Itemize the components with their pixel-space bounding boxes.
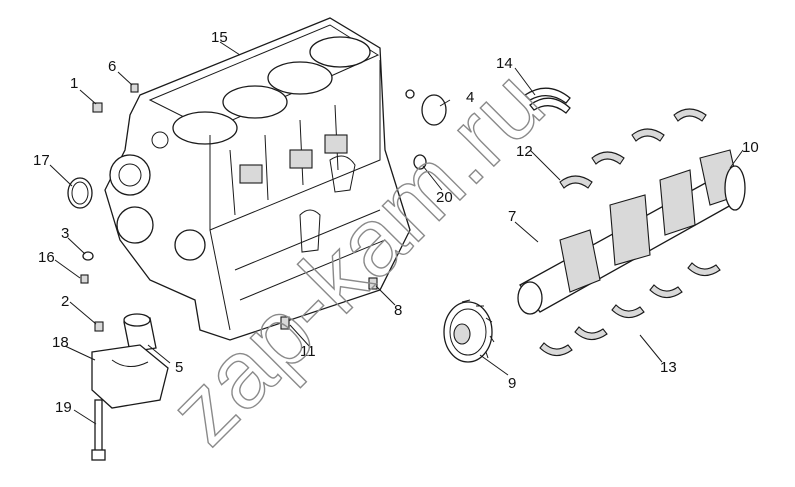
thrust-bearing-14	[523, 87, 571, 114]
bolt-19	[91, 399, 106, 461]
lower-bearing-shells-13	[539, 262, 721, 357]
crankshaft-10	[517, 149, 746, 315]
seal-ring-17	[67, 177, 93, 209]
crankshaft-gear-9	[443, 299, 495, 363]
callout-9: 9	[508, 375, 516, 392]
callout-13: 13	[660, 359, 677, 376]
callout-8: 8	[394, 302, 402, 319]
screw-11	[280, 316, 290, 330]
callout-19: 19	[55, 399, 72, 416]
callout-4: 4	[466, 89, 474, 106]
dowel-8	[368, 277, 378, 290]
engine-block	[104, 17, 411, 341]
screw-6	[130, 83, 139, 93]
plug-4	[405, 89, 447, 126]
upper-bearing-shells-12	[559, 108, 707, 189]
dowel-2	[94, 321, 104, 332]
callout-10: 10	[742, 139, 759, 156]
callout-12: 12	[516, 143, 533, 160]
callout-labels: 1 2 3 4 5 6 7 8 9 10 11 12 13 14 15 16 1…	[33, 29, 759, 416]
callout-6: 6	[108, 58, 116, 75]
callout-20: 20	[436, 189, 453, 206]
callout-3: 3	[61, 225, 69, 242]
callout-18: 18	[52, 334, 69, 351]
callout-14: 14	[496, 55, 513, 72]
plug-1	[92, 102, 103, 113]
callout-7: 7	[508, 208, 516, 225]
callout-11: 11	[300, 343, 316, 360]
callout-2: 2	[61, 293, 69, 310]
plug-20	[413, 154, 427, 170]
bushing-5	[123, 313, 157, 353]
plug-3	[82, 251, 94, 261]
callout-5: 5	[175, 359, 183, 376]
callout-15: 15	[211, 29, 228, 46]
callout-17: 17	[33, 152, 50, 169]
leader-lines	[49, 41, 744, 425]
plug-16	[80, 274, 89, 284]
callout-1: 1	[70, 75, 78, 92]
callout-16: 16	[38, 249, 55, 266]
bearing-cap-18	[91, 344, 169, 409]
